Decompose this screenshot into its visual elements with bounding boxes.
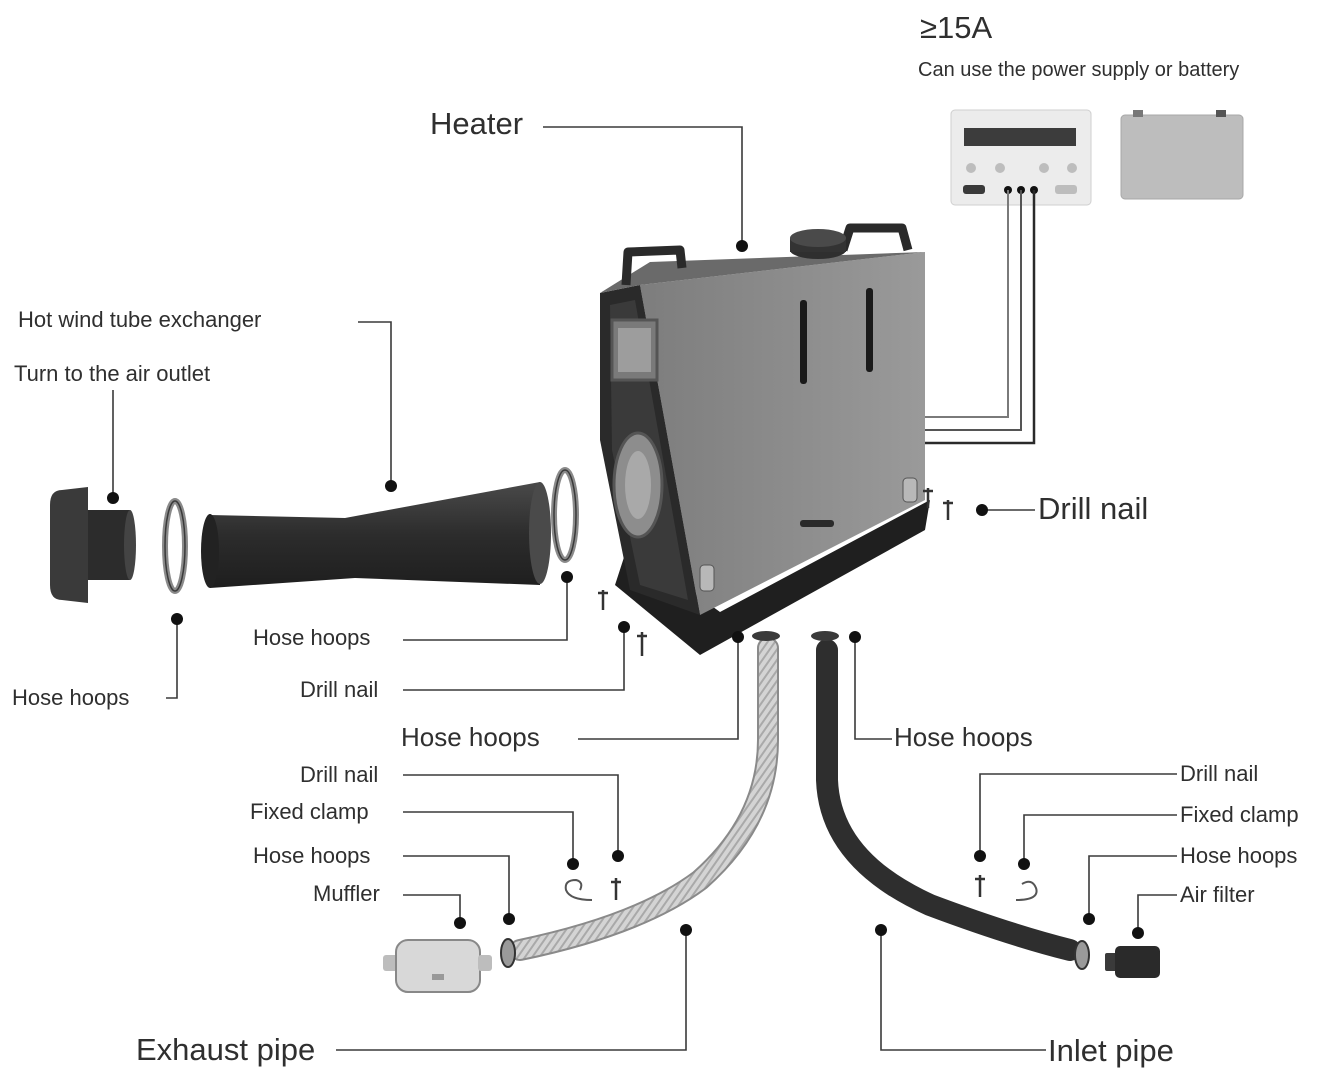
hose-hoop-ring-left — [162, 498, 188, 594]
hose-hoops-left-ring-label: Hose hoops — [12, 685, 130, 710]
drill-nail-exhaust-label: Drill nail — [300, 762, 379, 787]
drill-nail-right-label: Drill nail — [1038, 491, 1149, 526]
power-note-label: Can use the power supply or battery — [918, 59, 1240, 81]
air-outlet-cap — [50, 487, 136, 603]
power-cables — [921, 190, 1036, 445]
hose-hoops-inlet-bottom-label: Hose hoops — [1180, 843, 1298, 868]
amperage-label: ≥15A — [920, 10, 993, 45]
hot-wind-tube — [201, 482, 551, 588]
power-supply-unit — [950, 109, 1092, 206]
hose-hoops-tube-end-label: Hose hoops — [253, 625, 371, 650]
exhaust-pipe — [500, 631, 780, 968]
drill-nail-heater-left-label: Drill nail — [300, 677, 379, 702]
hose-hoop-ring-right — [551, 467, 579, 563]
heater-unit — [600, 223, 930, 655]
hose-hoops-exhaust-top-label: Hose hoops — [401, 722, 540, 752]
hose-hoops-exhaust-bottom-label: Hose hoops — [253, 843, 371, 868]
hot-wind-tube-label: Hot wind tube exchanger — [18, 307, 262, 332]
drill-nail-inlet-label: Drill nail — [1180, 761, 1259, 786]
inlet-pipe-label: Inlet pipe — [1048, 1033, 1174, 1068]
fixed-clamp-inlet-label: Fixed clamp — [1180, 802, 1299, 827]
battery — [1120, 110, 1244, 200]
fixed-clamp-exhaust-label: Fixed clamp — [250, 799, 369, 824]
exhaust-pipe-label: Exhaust pipe — [136, 1032, 316, 1067]
muffler — [383, 939, 492, 993]
muffler-label: Muffler — [313, 881, 380, 906]
leader-lines — [112, 126, 1177, 1051]
hose-hoops-inlet-top-label: Hose hoops — [894, 722, 1033, 752]
air-filter-label: Air filter — [1180, 882, 1255, 907]
air-filter — [1105, 946, 1160, 978]
fixed-clamp-icons — [564, 875, 1038, 901]
callout-dots — [107, 240, 1144, 939]
turn-to-outlet-label: Turn to the air outlet — [14, 361, 211, 386]
drill-nail-small-icons — [598, 488, 953, 656]
heater-label: Heater — [430, 106, 524, 141]
inlet-pipe — [811, 631, 1090, 970]
